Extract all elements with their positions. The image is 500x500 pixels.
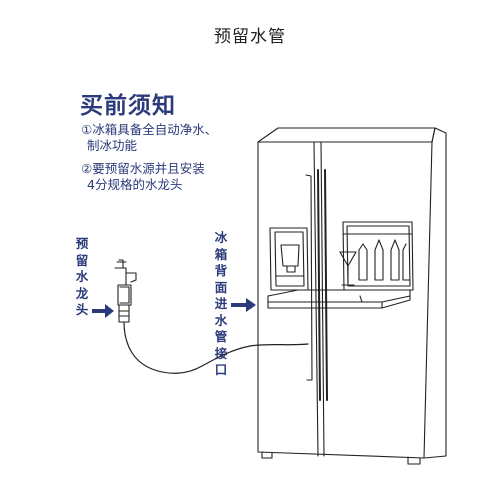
- notice-heading: 买前须知: [80, 93, 176, 119]
- refrigerator-icon: [257, 127, 447, 465]
- notice-item-1-line-1: ①冰箱具备全自动净水、: [81, 122, 218, 137]
- page-title: 预留水管: [214, 27, 286, 47]
- water-hose: [123, 321, 309, 374]
- notice-item-2-line-1: ②要预留水源并且安装: [81, 161, 205, 176]
- notice-item-1-line-2: 制冰功能: [87, 138, 138, 153]
- notice-item-2: ②要预留水源并且安装 4分规格的水龙头: [81, 161, 205, 193]
- arrow-right-icon: [92, 304, 114, 318]
- faucet-label: 预留水龙头: [75, 236, 89, 317]
- notice-item-2-line-2: 4分规格的水龙头: [87, 177, 183, 192]
- arrow-right-icon: [231, 298, 256, 312]
- faucet-icon: [114, 259, 137, 323]
- notice-item-1: ①冰箱具备全自动净水、 制冰功能: [81, 122, 217, 154]
- inlet-label: 冰箱背面进水管接口: [214, 230, 228, 377]
